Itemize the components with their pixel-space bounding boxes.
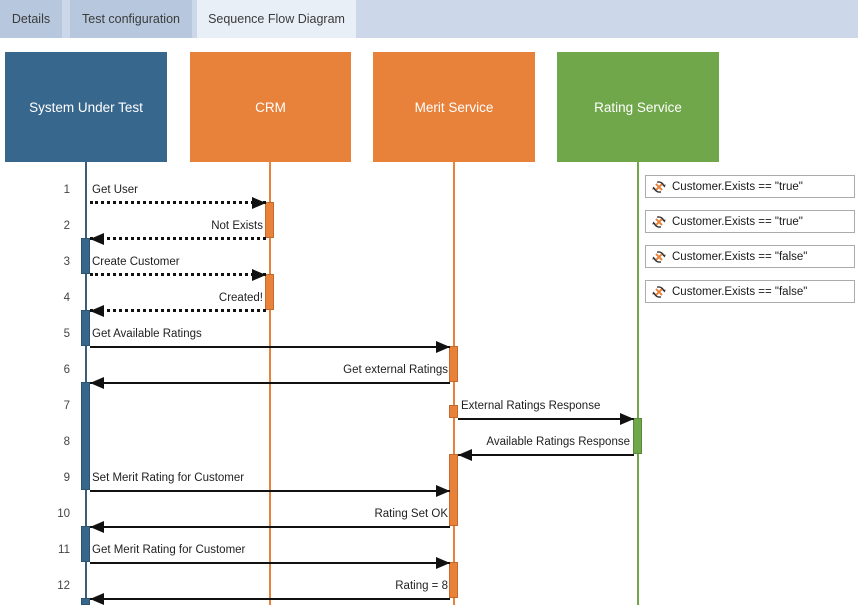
message-number: 5	[63, 328, 70, 340]
message-number: 1	[63, 184, 70, 196]
arrow-line	[90, 490, 450, 492]
activation-bar-crm	[265, 202, 274, 238]
arrow-line	[90, 346, 450, 348]
arrowhead-right-icon	[436, 485, 450, 497]
condition-rule-icon	[652, 180, 666, 193]
activation-bar-merit	[449, 346, 458, 382]
arrowhead-right-icon	[620, 413, 634, 425]
arrow-line	[458, 454, 634, 456]
message-arrow	[90, 233, 266, 245]
arrow-line	[90, 526, 450, 528]
activation-bar-sut	[81, 310, 90, 346]
lifeline-header-merit-service[interactable]: Merit Service	[373, 52, 535, 162]
message-number: 12	[57, 580, 70, 592]
message-label: Create Customer	[92, 256, 180, 268]
message-label: Get Merit Rating for Customer	[92, 544, 246, 556]
message-label: Rating Set OK	[374, 508, 448, 520]
condition-chip[interactable]: Customer.Exists == "true"	[645, 210, 855, 233]
message-label: Created!	[218, 292, 263, 304]
activation-bar-sut	[81, 526, 90, 562]
sequence-flow-diagram: System Under Test CRM Merit Service Rati…	[0, 38, 858, 605]
activation-bar-merit	[449, 562, 458, 598]
lifeline-header-rating-service[interactable]: Rating Service	[557, 52, 719, 162]
arrow-line	[90, 273, 266, 276]
lifeline-merit-service	[453, 162, 455, 605]
message-label: External Ratings Response	[461, 400, 601, 412]
condition-text: Customer.Exists == "false"	[672, 285, 808, 298]
message-arrow	[458, 449, 634, 461]
condition-text: Customer.Exists == "true"	[672, 215, 803, 228]
message-number: 7	[63, 400, 70, 412]
message-label: Set Merit Rating for Customer	[92, 472, 245, 484]
activation-bar-sut	[81, 382, 90, 490]
tab-sequence-flow-diagram[interactable]: Sequence Flow Diagram	[197, 0, 356, 38]
message-number: 4	[63, 292, 70, 304]
message-number: 9	[63, 472, 70, 484]
lifeline-header-crm[interactable]: CRM	[190, 52, 351, 162]
activation-bar-sut	[81, 238, 90, 274]
condition-chip[interactable]: Customer.Exists == "true"	[645, 175, 855, 198]
message-label: Not Exists	[211, 220, 263, 232]
arrow-line	[90, 201, 266, 204]
activation-bar-rating	[633, 418, 642, 454]
condition-chip[interactable]: Customer.Exists == "false"	[645, 245, 855, 268]
arrowhead-left-icon	[90, 593, 104, 605]
arrowhead-right-icon	[252, 269, 266, 281]
message-number: 6	[63, 364, 70, 376]
arrowhead-left-icon	[90, 305, 104, 317]
arrowhead-right-icon	[436, 557, 450, 569]
arrow-line	[90, 562, 450, 564]
message-arrow	[90, 593, 450, 605]
message-label: Get User	[92, 184, 139, 196]
condition-rule-icon	[652, 285, 666, 298]
arrow-line	[90, 598, 450, 600]
message-number: 3	[63, 256, 70, 268]
arrow-line	[90, 309, 266, 312]
activation-bar-sut	[81, 598, 90, 605]
lifeline-rating-service	[637, 162, 639, 605]
arrowhead-left-icon	[90, 233, 104, 245]
message-arrow	[458, 413, 634, 425]
arrow-line	[90, 237, 266, 240]
arrowhead-left-icon	[90, 521, 104, 533]
condition-rule-icon	[652, 250, 666, 263]
message-arrow	[90, 377, 450, 389]
message-label: Get external Ratings	[343, 364, 448, 376]
message-arrow	[90, 269, 266, 281]
tab-details[interactable]: Details	[0, 0, 62, 38]
message-arrow	[90, 521, 450, 533]
activation-bar-merit	[449, 405, 458, 418]
message-label: Available Ratings Response	[486, 436, 630, 448]
lifeline-header-system-under-test[interactable]: System Under Test	[5, 52, 167, 162]
message-arrow	[90, 341, 450, 353]
arrow-line	[90, 382, 450, 384]
message-number: 10	[57, 508, 70, 520]
arrow-line	[458, 418, 634, 420]
message-label: Get Available Ratings	[92, 328, 202, 340]
message-label: Rating = 8	[395, 580, 448, 592]
message-arrow	[90, 305, 266, 317]
tab-bar: Details Test configuration Sequence Flow…	[0, 0, 858, 38]
message-number: 2	[63, 220, 70, 232]
arrowhead-left-icon	[458, 449, 472, 461]
condition-rule-icon	[652, 215, 666, 228]
message-arrow	[90, 557, 450, 569]
condition-text: Customer.Exists == "false"	[672, 250, 808, 263]
arrowhead-right-icon	[436, 341, 450, 353]
arrowhead-left-icon	[90, 377, 104, 389]
arrowhead-right-icon	[252, 197, 266, 209]
condition-text: Customer.Exists == "true"	[672, 180, 803, 193]
activation-bar-crm	[265, 274, 274, 310]
message-number: 11	[58, 544, 70, 556]
tab-test-configuration[interactable]: Test configuration	[70, 0, 192, 38]
message-arrow	[90, 197, 266, 209]
message-number: 8	[63, 436, 70, 448]
message-arrow	[90, 485, 450, 497]
condition-chip[interactable]: Customer.Exists == "false"	[645, 280, 855, 303]
activation-bar-merit	[449, 454, 458, 526]
